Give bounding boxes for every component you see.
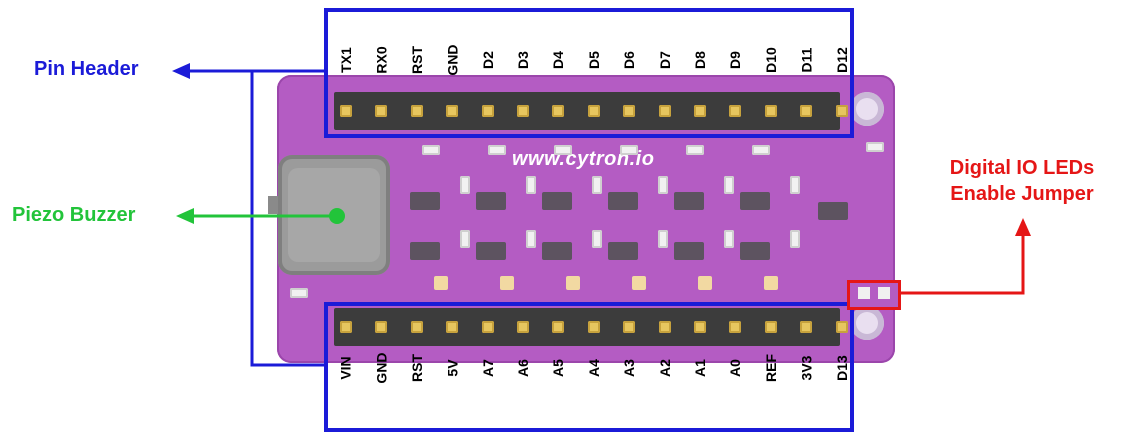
jumper-arrow: [898, 218, 1031, 293]
digital-io-leds-line2: Enable Jumper: [922, 181, 1122, 207]
digital-io-leds-line1: Digital IO LEDs: [922, 155, 1122, 181]
piezo-buzzer-label: Piezo Buzzer: [12, 204, 135, 227]
piezo-buzzer-arrow: [176, 208, 345, 224]
pin-header-arrow: [172, 63, 324, 365]
digital-io-leds-label: Digital IO LEDs Enable Jumper: [922, 155, 1122, 207]
pin-header-label: Pin Header: [34, 58, 138, 81]
